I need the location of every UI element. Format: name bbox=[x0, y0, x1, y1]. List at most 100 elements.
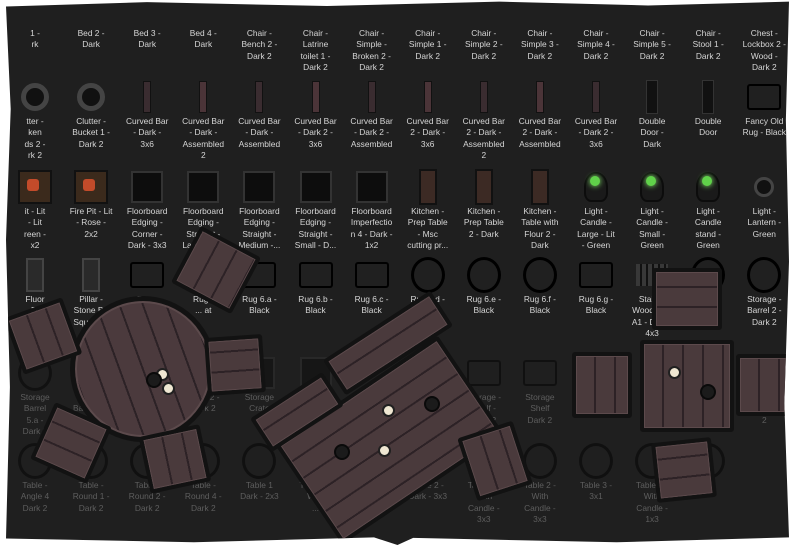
chair-icon bbox=[572, 352, 632, 418]
asset-tile[interactable]: Light - Lantern - Green bbox=[736, 168, 789, 240]
asset-tile[interactable]: Kitchen - Prep Table 2 - Dark bbox=[456, 168, 512, 240]
asset-label: Curved Bar 2 - Dark - Assembled 2 bbox=[462, 116, 505, 161]
asset-tile[interactable]: Curved Bar - Dark 2 - 3x6 bbox=[568, 78, 624, 150]
asset-tile[interactable]: Double Door bbox=[680, 78, 736, 139]
asset-tile[interactable]: Chest - Lockbox 2 - Wood - Dark 2 bbox=[736, 26, 789, 74]
asset-tile[interactable] bbox=[736, 442, 789, 480]
asset-tile[interactable]: Chair - Simple 3 - Dark 2 bbox=[512, 26, 568, 62]
kitchen-table-icon bbox=[523, 169, 557, 205]
green-candle-icon bbox=[691, 170, 725, 204]
asset-tile[interactable]: Rug 6.g - Black bbox=[568, 256, 624, 317]
asset-tile[interactable]: Floorboard Edging - Straight - Medium -.… bbox=[231, 168, 287, 252]
asset-thumbnail bbox=[747, 444, 781, 478]
asset-tile[interactable]: Curved Bar - Dark - 3x6 bbox=[119, 78, 175, 150]
asset-tile[interactable]: Kitchen - Prep Table - Msc cutting pr... bbox=[400, 168, 456, 252]
curved-bar-icon bbox=[367, 81, 376, 113]
asset-label: Floorboard Edging - Corner - Dark - 3x3 bbox=[126, 206, 168, 251]
asset-label: Chair - Simple 2 - Dark 2 bbox=[464, 28, 503, 61]
asset-label: Curved Bar - Dark 2 - 3x6 bbox=[294, 116, 337, 149]
bucket-icon bbox=[74, 80, 108, 114]
floorboard-icon bbox=[355, 170, 389, 204]
asset-tile[interactable]: Floorboard Edging - Corner - Dark - 3x3 bbox=[119, 168, 175, 252]
floorboard-icon bbox=[130, 170, 164, 204]
fire-pit-icon bbox=[18, 170, 52, 204]
asset-label: Chair - Simple - Broken 2 - Dark 2 bbox=[352, 28, 391, 73]
asset-tile[interactable]: Curved Bar - Dark - Assembled bbox=[231, 78, 287, 150]
asset-tile[interactable]: Chair - Bench 2 - Dark 2 bbox=[231, 26, 287, 62]
asset-tile[interactable]: Chair - Stool 1 - Dark 2 bbox=[680, 26, 736, 62]
asset-tile[interactable]: Double Door - Dark bbox=[624, 78, 680, 150]
asset-tile[interactable]: Light - Candle - Large - Lit - Green bbox=[568, 168, 624, 252]
asset-label: Table - Angle 4 Dark 2 bbox=[20, 480, 50, 513]
asset-label: Storage Crate bbox=[244, 392, 275, 414]
asset-tile[interactable]: Curved Bar - Dark 2 - 3x6 bbox=[288, 78, 344, 150]
asset-tile[interactable]: Chair - Simple 1 - Dark 2 bbox=[400, 26, 456, 62]
asset-tile[interactable]: Rug 6.c - Black bbox=[344, 256, 400, 317]
floorboard-icon bbox=[243, 171, 276, 203]
candle-icon bbox=[668, 366, 681, 379]
chair-icon bbox=[651, 437, 717, 503]
mug-icon bbox=[424, 396, 440, 412]
asset-tile[interactable]: Chair - Simple 4 - Dark 2 bbox=[568, 26, 624, 62]
rug-icon bbox=[747, 84, 782, 110]
asset-tile[interactable]: it - Lit - Lit reen - x2 bbox=[7, 168, 63, 252]
door-icon bbox=[635, 80, 669, 114]
candle-icon bbox=[378, 444, 391, 457]
asset-label: Table - Round 1 - Dark 2 bbox=[72, 480, 110, 513]
asset-tile[interactable]: 1 - rk bbox=[7, 26, 63, 51]
floorboard-icon bbox=[187, 171, 220, 203]
asset-tile[interactable]: Fire Pit - Lit - Rose - 2x2 bbox=[63, 168, 119, 240]
asset-tile[interactable]: Floorboard Edging - Straight - Small - D… bbox=[288, 168, 344, 252]
shelf-icon bbox=[466, 360, 501, 386]
asset-tile[interactable]: Rug 6.e - Black bbox=[456, 256, 512, 317]
asset-tile[interactable]: Light - Candle stand - Green bbox=[680, 168, 736, 252]
asset-tile[interactable]: tter - ken ds 2 - rk 2 bbox=[7, 78, 63, 162]
floorboard-icon bbox=[299, 170, 333, 204]
asset-tile[interactable]: Bed 3 - Dark bbox=[119, 26, 175, 51]
chair-icon bbox=[204, 334, 266, 396]
asset-label: Bed 3 - Dark bbox=[133, 28, 161, 50]
asset-tile[interactable]: Storage - Barrel 2 - Dark 2 bbox=[736, 256, 789, 328]
asset-tile[interactable]: Curved Bar - Dark 2 - Assembled bbox=[344, 78, 400, 150]
asset-label: tter - ken ds 2 - rk 2 bbox=[24, 116, 46, 161]
asset-tile[interactable]: Clutter - Bucket 1 - Dark 2 bbox=[63, 78, 119, 150]
asset-label: Curved Bar - Dark 2 - 3x6 bbox=[574, 116, 618, 149]
asset-label: Kitchen - Prep Table - Msc cutting pr... bbox=[407, 206, 449, 251]
curved-bar-icon bbox=[467, 80, 501, 114]
asset-label: Double Door bbox=[694, 116, 722, 138]
asset-tile[interactable]: Rug 6.b - Black bbox=[288, 256, 344, 317]
asset-label: Clutter - Bucket 1 - Dark 2 bbox=[72, 116, 110, 149]
asset-tile[interactable]: Light - Candle - Small - Green bbox=[624, 168, 680, 252]
asset-tile[interactable]: Fancy Old Rug - Black bbox=[736, 78, 789, 139]
asset-tile[interactable]: Rug 6.f - Black bbox=[512, 256, 568, 317]
asset-tile[interactable]: Curved Bar 2 - Dark - Assembled bbox=[512, 78, 568, 150]
asset-label: Bed 2 - Dark bbox=[77, 28, 105, 50]
rug-icon bbox=[130, 258, 165, 292]
asset-tile[interactable]: Chair - Simple 5 - Dark 2 bbox=[624, 26, 680, 62]
asset-label: Curved Bar - Dark - Assembled bbox=[238, 116, 281, 149]
asset-label: Rug 6.b - Black bbox=[298, 294, 333, 316]
curved-bar-icon bbox=[535, 81, 544, 113]
asset-tile[interactable]: Bed 4 - Dark bbox=[175, 26, 231, 51]
asset-tile[interactable]: Chair - Simple - Broken 2 - Dark 2 bbox=[344, 26, 400, 74]
asset-tile[interactable]: Floorboard Imperfectio n 4 - Dark - 1x2 bbox=[344, 168, 400, 252]
asset-tile[interactable]: Table 3 - 3x1 bbox=[568, 442, 624, 503]
asset-tile[interactable]: Curved Bar 2 - Dark - Assembled 2 bbox=[456, 78, 512, 162]
green-candle-icon bbox=[635, 170, 669, 204]
asset-tile[interactable]: Chair - Latrine toilet 1 - Dark 2 bbox=[288, 26, 344, 74]
curved-bar-icon bbox=[592, 81, 600, 113]
rug-icon bbox=[579, 262, 613, 288]
kitchen-table-icon bbox=[467, 169, 501, 205]
curved-bar-icon bbox=[411, 80, 445, 114]
asset-tile[interactable]: Curved Bar 2 - Dark - 3x6 bbox=[400, 78, 456, 150]
asset-tile[interactable]: Table 1 Dark - 2x3 bbox=[231, 442, 287, 503]
asset-label: Rug 6.c - Black bbox=[354, 294, 389, 316]
asset-label: it - Lit - Lit reen - x2 bbox=[24, 206, 46, 251]
curved-bar-icon bbox=[579, 80, 613, 114]
asset-tile[interactable]: Storage Shelf Dark 2 bbox=[512, 354, 568, 426]
asset-tile[interactable]: Chair - Simple 2 - Dark 2 bbox=[456, 26, 512, 62]
asset-tile[interactable]: Kitchen - Table with Flour 2 - Dark bbox=[512, 168, 568, 252]
asset-tile[interactable]: Bed 2 - Dark bbox=[63, 26, 119, 51]
asset-tile[interactable]: Curved Bar - Dark - Assembled 2 bbox=[175, 78, 231, 162]
fluorescent-icon bbox=[18, 258, 52, 292]
